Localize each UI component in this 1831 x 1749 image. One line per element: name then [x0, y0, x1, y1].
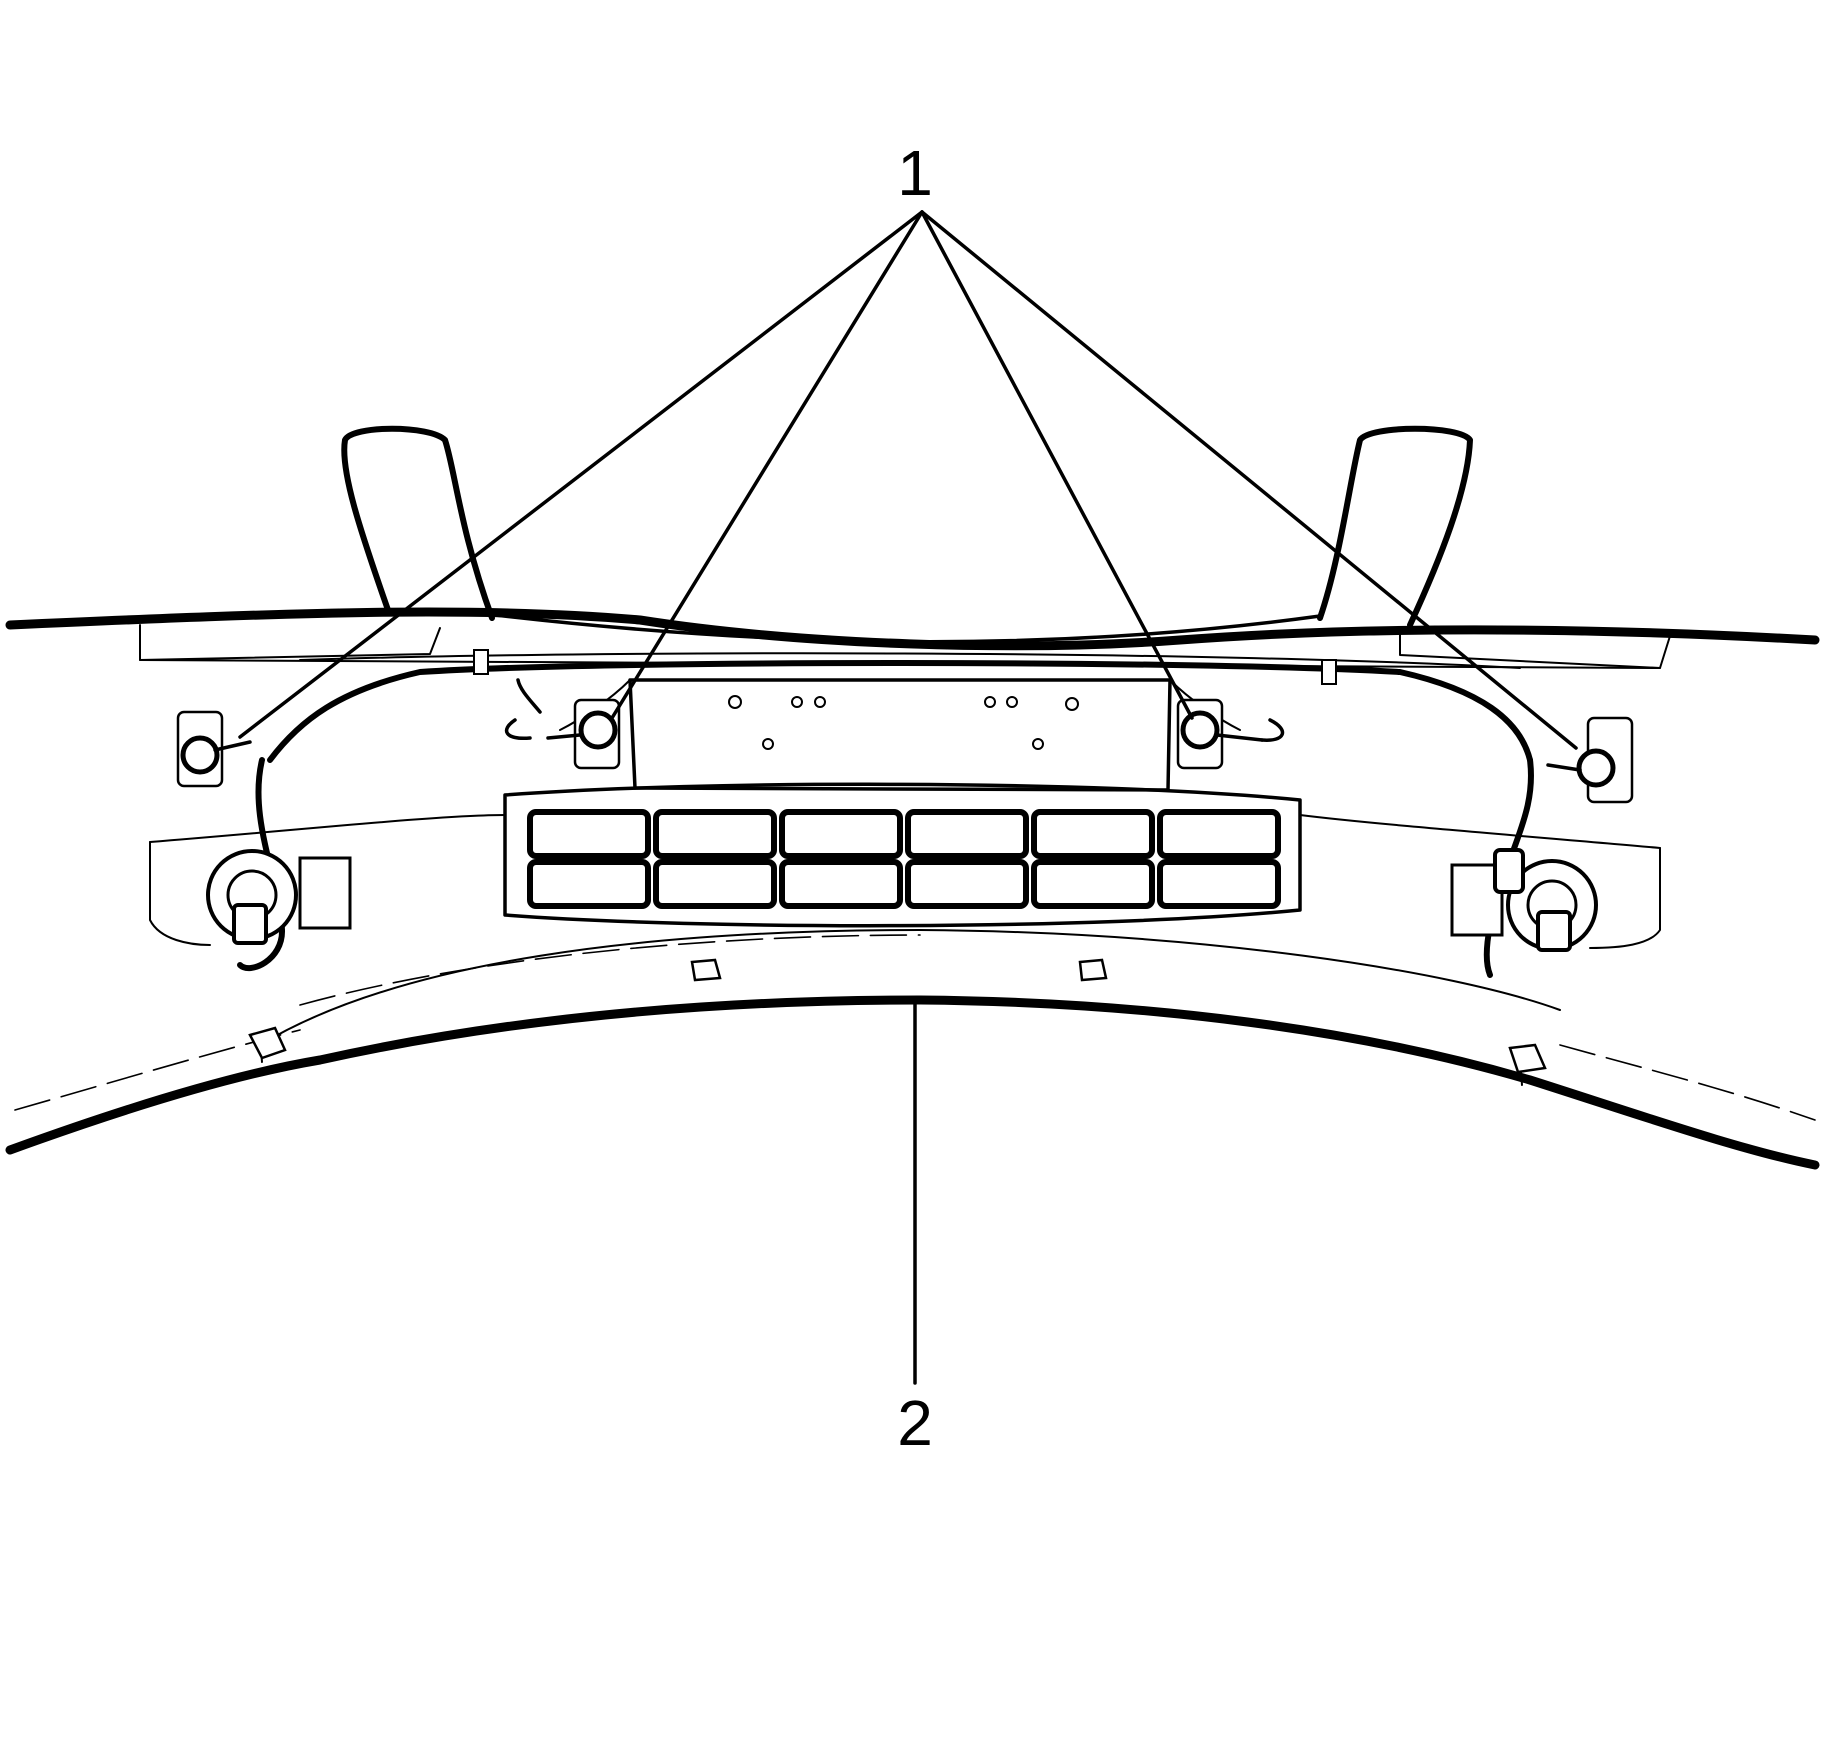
sensor-outer-right	[1546, 716, 1634, 804]
grille-slot	[653, 809, 777, 859]
leader-lines	[238, 210, 1578, 1385]
callout-1-label: 1	[897, 137, 933, 209]
callout-2-label: 2	[897, 1387, 933, 1459]
sensor-inner-left	[546, 698, 621, 770]
fog-lamp-right	[1450, 848, 1598, 952]
right-mount-bracket	[1317, 425, 1473, 628]
front-fascia	[5, 929, 1820, 1170]
grille-slot	[1157, 859, 1281, 909]
grille-slot	[1031, 859, 1155, 909]
grille-slot	[527, 859, 651, 909]
park-assist-sensors	[176, 698, 1634, 804]
fog-lamp-left	[206, 849, 352, 945]
grille-slot	[905, 809, 1029, 859]
sensor-outer-left	[176, 710, 252, 788]
left-mount-bracket	[341, 425, 495, 621]
grille-slot	[1157, 809, 1281, 859]
grille-slot	[905, 859, 1029, 909]
sensor-inner-right	[1176, 698, 1264, 770]
grille-slot	[653, 859, 777, 909]
grille-slot	[779, 809, 903, 859]
lower-grille	[149, 782, 1661, 949]
wiring-harness	[237, 649, 1534, 978]
grille-slot	[527, 809, 651, 859]
upper-fascia	[5, 607, 1820, 669]
grille-slot	[779, 859, 903, 909]
grille-slot	[1031, 809, 1155, 859]
grille-slots	[527, 809, 1281, 909]
license-plate-bracket	[559, 678, 1241, 792]
